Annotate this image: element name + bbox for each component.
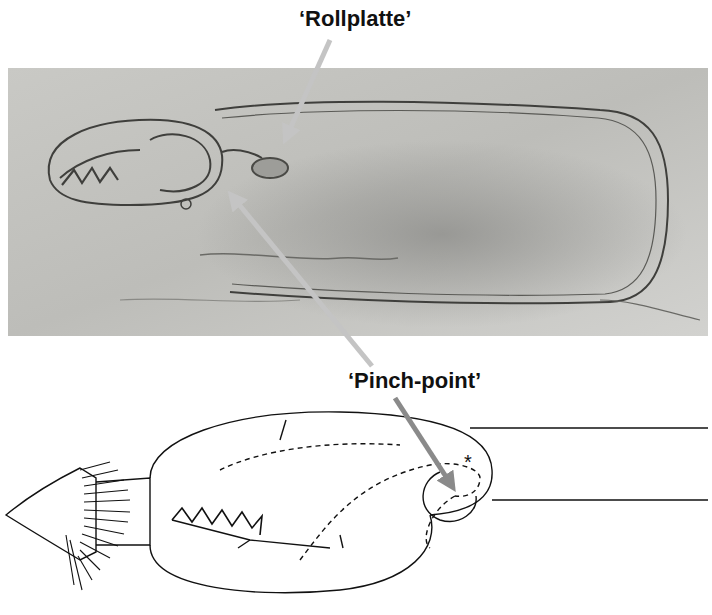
chelicera-line-drawing xyxy=(6,412,708,593)
micrograph xyxy=(8,68,708,336)
marker-symbol: * xyxy=(464,452,472,472)
part-label: ‘Pinch-point’ xyxy=(348,368,481,394)
part-label: ‘Rollplatte’ xyxy=(299,6,411,32)
pinch-point-arrow xyxy=(395,398,452,486)
pinch-point-arrow xyxy=(232,196,372,366)
rollplatte-arrow xyxy=(286,40,330,138)
leader-arrows xyxy=(232,40,452,486)
